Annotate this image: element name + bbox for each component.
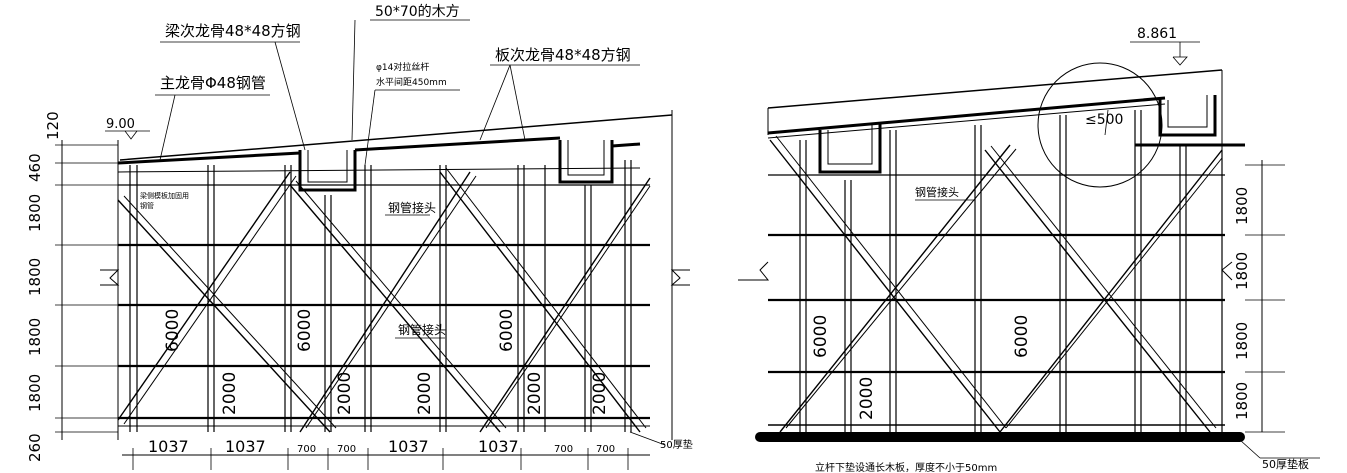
height-label: 6000 xyxy=(163,309,183,352)
base-note: 50厚垫 xyxy=(660,438,693,451)
height-label: 6000 xyxy=(497,309,517,352)
dim-label: 460 xyxy=(26,153,44,182)
dim-label: 1037 xyxy=(148,437,189,456)
dim-label: 1037 xyxy=(225,437,266,456)
callout-timber: 50*70的木方 xyxy=(375,4,460,20)
dim-label: 260 xyxy=(26,433,44,462)
elevation-mark: 9.00 xyxy=(106,117,135,132)
callout-main-joist: 主龙骨Φ48钢管 xyxy=(160,74,266,92)
dim-label: 1037 xyxy=(478,437,519,456)
dim-label: 700 xyxy=(337,444,356,455)
base-note: 50厚垫板 xyxy=(1262,457,1309,471)
callout-slab-secondary: 板次龙骨48*48方钢 xyxy=(495,46,631,64)
callout-pipe-joint: 钢管接头 xyxy=(388,200,436,215)
left-side-dimensions: 120 460 1800 1800 1800 1800 260 xyxy=(26,111,62,462)
callout-pipe-joint: 钢管接头 xyxy=(398,322,446,337)
dim-label: 1800 xyxy=(1233,322,1251,360)
lower-height-label: 2000 xyxy=(525,372,545,415)
detail-dim: ≤500 xyxy=(1085,112,1123,128)
dim-label: 1800 xyxy=(26,374,44,412)
right-formwork-elevation xyxy=(738,41,1320,459)
dim-label: 700 xyxy=(596,444,615,455)
lower-height-label: 2000 xyxy=(335,372,355,415)
right-side-dimensions: 1800 1800 1800 1800 xyxy=(1233,187,1251,420)
left-bottom-dimensions: 1037 1037 700 700 1037 1037 700 700 xyxy=(148,437,615,456)
base-pad xyxy=(755,432,1245,442)
height-label: 6000 xyxy=(295,309,315,352)
dim-label: 1800 xyxy=(1233,252,1251,290)
dim-label: 1800 xyxy=(1233,187,1251,225)
height-label: 6000 xyxy=(1012,315,1032,358)
height-label: 6000 xyxy=(811,315,831,358)
lower-height-label: 2000 xyxy=(590,372,610,415)
left-formwork-elevation xyxy=(55,19,690,470)
beam-side-note: 钢管 xyxy=(140,201,154,210)
footnote: 立杆下垫设通长木板，厚度不小于50mm xyxy=(815,461,997,473)
lower-height-label: 2000 xyxy=(857,377,877,420)
dim-label: 700 xyxy=(554,444,573,455)
dim-label: 120 xyxy=(44,111,62,140)
callout-tie-rod: φ14对拉丝杆 xyxy=(376,61,429,73)
callout-beam-secondary: 梁次龙骨48*48方钢 xyxy=(165,22,301,40)
lower-height-label: 2000 xyxy=(415,372,435,415)
dim-label: 1037 xyxy=(388,437,429,456)
callout-pipe-joint: 钢管接头 xyxy=(915,185,959,199)
dim-label: 1800 xyxy=(26,194,44,232)
beam-side-note: 梁侧模板加固用 xyxy=(140,191,189,200)
dim-label: 1800 xyxy=(1233,382,1251,420)
callout-tie-rod-spacing: 水平间距450mm xyxy=(376,76,447,88)
dim-label: 1800 xyxy=(26,258,44,296)
elevation-mark: 8.861 xyxy=(1137,26,1177,42)
dim-label: 700 xyxy=(297,444,316,455)
dim-label: 1800 xyxy=(26,318,44,356)
lower-height-label: 2000 xyxy=(220,372,240,415)
